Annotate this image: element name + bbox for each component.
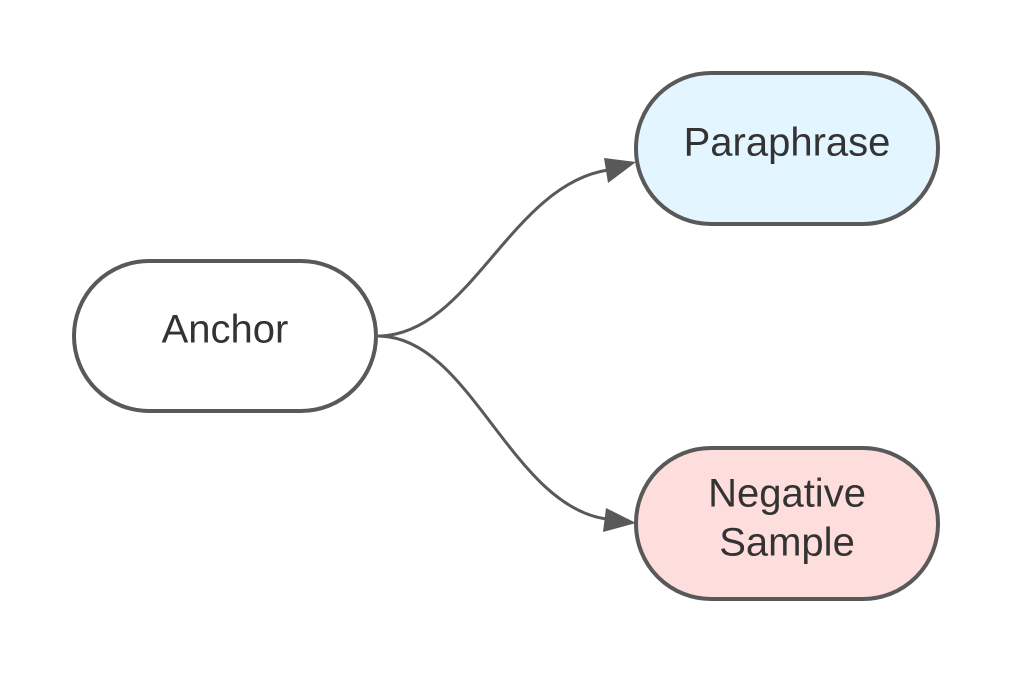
node-anchor-shape	[72, 259, 378, 413]
node-negative-sample-label-line1: Negative	[708, 472, 866, 516]
node-paraphrase-shape	[634, 71, 940, 226]
node-negative-sample: Negative Sample	[634, 446, 940, 601]
arrowhead-paraphrase	[604, 158, 636, 183]
node-anchor: Anchor	[72, 259, 378, 413]
node-negative-sample-shape	[634, 446, 940, 601]
edge-anchor-to-negative	[377, 334, 607, 521]
node-paraphrase: Paraphrase	[634, 71, 940, 226]
arrowhead-negative	[603, 508, 636, 532]
node-negative-sample-label-line2: Sample	[719, 521, 855, 565]
node-anchor-label: Anchor	[162, 308, 289, 352]
node-paraphrase-label: Paraphrase	[684, 121, 891, 165]
edge-anchor-to-paraphrase	[377, 168, 609, 338]
